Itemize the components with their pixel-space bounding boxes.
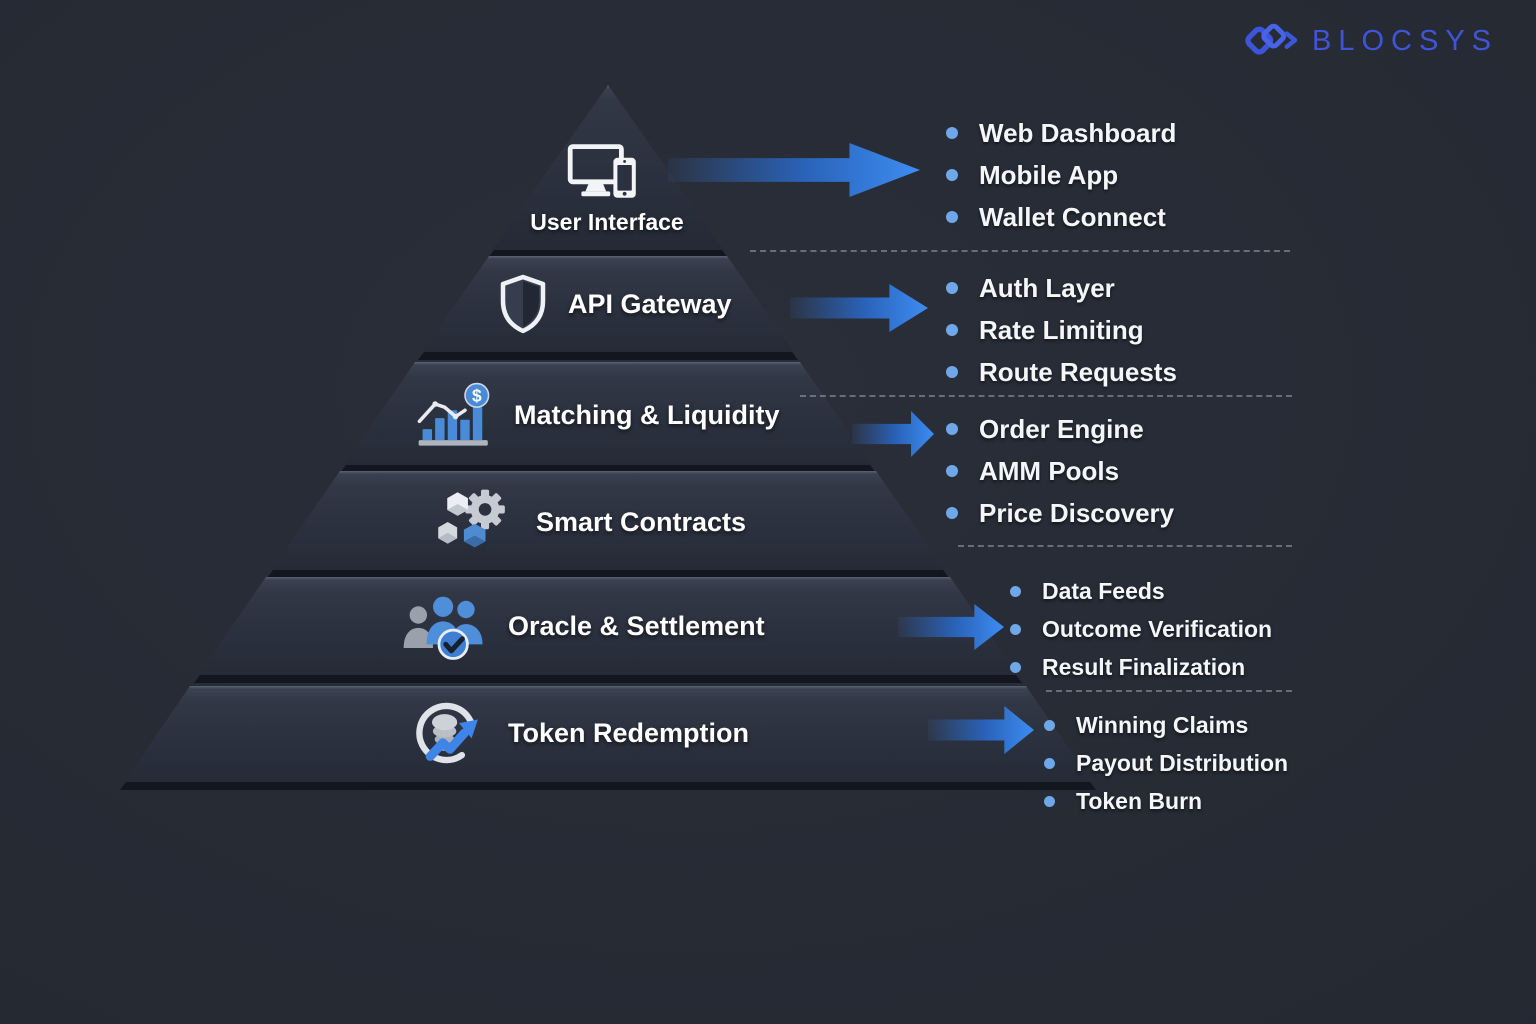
bullet-dot-icon <box>946 465 958 477</box>
list-item: Route Requests <box>946 351 1177 393</box>
bullet-dot-icon <box>1044 719 1055 731</box>
pyramid-layer-api-gateway: API Gateway <box>416 256 800 362</box>
pyramid-layer-oracle-settlement: Oracle & Settlement <box>192 577 1024 685</box>
pyramid-layer-matching-liquidity: $ Matching & Liquidity <box>338 362 878 475</box>
people-check-icon <box>403 596 483 660</box>
list-item-label: Outcome Verification <box>1042 615 1273 642</box>
bullet-dot-icon <box>1010 585 1021 597</box>
bullet-dot-icon <box>946 324 958 336</box>
arrow-api-gateway <box>790 284 928 332</box>
list-item: Outcome Verification <box>1010 610 1272 648</box>
list-item-label: Payout Distribution <box>1076 749 1289 776</box>
bullet-dot-icon <box>946 211 958 223</box>
bullet-dot-icon <box>1044 795 1055 807</box>
bullet-dot-icon <box>946 169 958 181</box>
coins-arrow-icon <box>416 702 478 764</box>
dashed-separator <box>958 545 1292 547</box>
bullet-dot-icon <box>946 282 958 294</box>
bullet-dot-icon <box>946 366 958 378</box>
list-item-label: Route Requests <box>979 356 1177 387</box>
pyramid-layer-smart-contracts: Smart Contracts <box>265 471 951 580</box>
layer-face <box>198 577 1018 675</box>
list-item-label: Winning Claims <box>1076 711 1249 738</box>
bullet-dot-icon <box>946 423 958 435</box>
brand-name: BLOCSYS <box>1312 24 1498 57</box>
list-item: Price Discovery <box>946 492 1174 534</box>
svg-text:$: $ <box>472 386 482 406</box>
layer-label: Oracle & Settlement <box>508 610 765 641</box>
layer-label: Token Redemption <box>508 717 750 748</box>
bullet-list-api-gateway: Auth Layer Rate Limiting Route Requests <box>946 267 1177 393</box>
list-item-label: Web Dashboard <box>979 117 1177 148</box>
bullet-list-matching-liquidity: Order Engine AMM Pools Price Discovery <box>946 408 1174 534</box>
bullet-dot-icon <box>946 507 958 519</box>
gear-hexagons-icon <box>438 489 505 548</box>
layer-label: User Interface <box>530 209 684 235</box>
dashed-separator <box>750 250 1290 252</box>
interlocked-diamonds-icon <box>1245 23 1298 55</box>
list-item: Web Dashboard <box>946 112 1176 154</box>
list-item: Rate Limiting <box>946 309 1177 351</box>
pyramid-layer-token-redemption: Token Redemption <box>118 686 1098 792</box>
list-item-label: AMM Pools <box>979 455 1120 486</box>
bullet-dot-icon <box>946 127 958 139</box>
list-item: Token Burn <box>1044 782 1288 820</box>
bullet-dot-icon <box>1044 757 1055 769</box>
brand-logo: BLOCSYS <box>1240 16 1498 66</box>
list-item-label: Rate Limiting <box>979 314 1144 345</box>
list-item-label: Result Finalization <box>1042 653 1246 680</box>
layer-label: API Gateway <box>568 288 732 319</box>
layer-face <box>344 362 872 465</box>
list-item: AMM Pools <box>946 450 1174 492</box>
list-item-label: Order Engine <box>979 413 1144 444</box>
list-item-label: Mobile App <box>979 159 1119 190</box>
list-item-label: Wallet Connect <box>979 201 1166 232</box>
bullet-list-user-interface: Web Dashboard Mobile App Wallet Connect <box>946 112 1176 238</box>
chart-dollar-icon: $ <box>417 382 490 446</box>
shield-icon <box>500 274 546 334</box>
bullet-list-token-redemption: Winning Claims Payout Distribution Token… <box>1044 706 1288 820</box>
list-item: Mobile App <box>946 154 1176 196</box>
bullet-dot-icon <box>1010 623 1021 635</box>
list-item: Winning Claims <box>1044 706 1288 744</box>
list-item: Payout Distribution <box>1044 744 1288 782</box>
layer-face <box>422 256 794 352</box>
dashed-separator <box>800 395 1292 397</box>
list-item: Order Engine <box>946 408 1174 450</box>
list-item-label: Auth Layer <box>979 272 1115 303</box>
layer-label: Matching & Liquidity <box>514 399 780 430</box>
list-item: Result Finalization <box>1010 648 1272 686</box>
dashed-separator <box>1046 690 1292 692</box>
layer-face <box>271 471 945 570</box>
list-item-label: Price Discovery <box>979 497 1175 528</box>
bullet-list-oracle-settlement: Data Feeds Outcome Verification Result F… <box>1010 572 1272 686</box>
monitor-phone-icon <box>567 144 636 198</box>
bullet-dot-icon <box>1010 661 1021 673</box>
layer-label: Smart Contracts <box>536 506 747 537</box>
list-item: Wallet Connect <box>946 196 1176 238</box>
list-item: Auth Layer <box>946 267 1177 309</box>
list-item-label: Data Feeds <box>1042 577 1165 604</box>
list-item: Data Feeds <box>1010 572 1272 610</box>
list-item-label: Token Burn <box>1076 787 1203 814</box>
